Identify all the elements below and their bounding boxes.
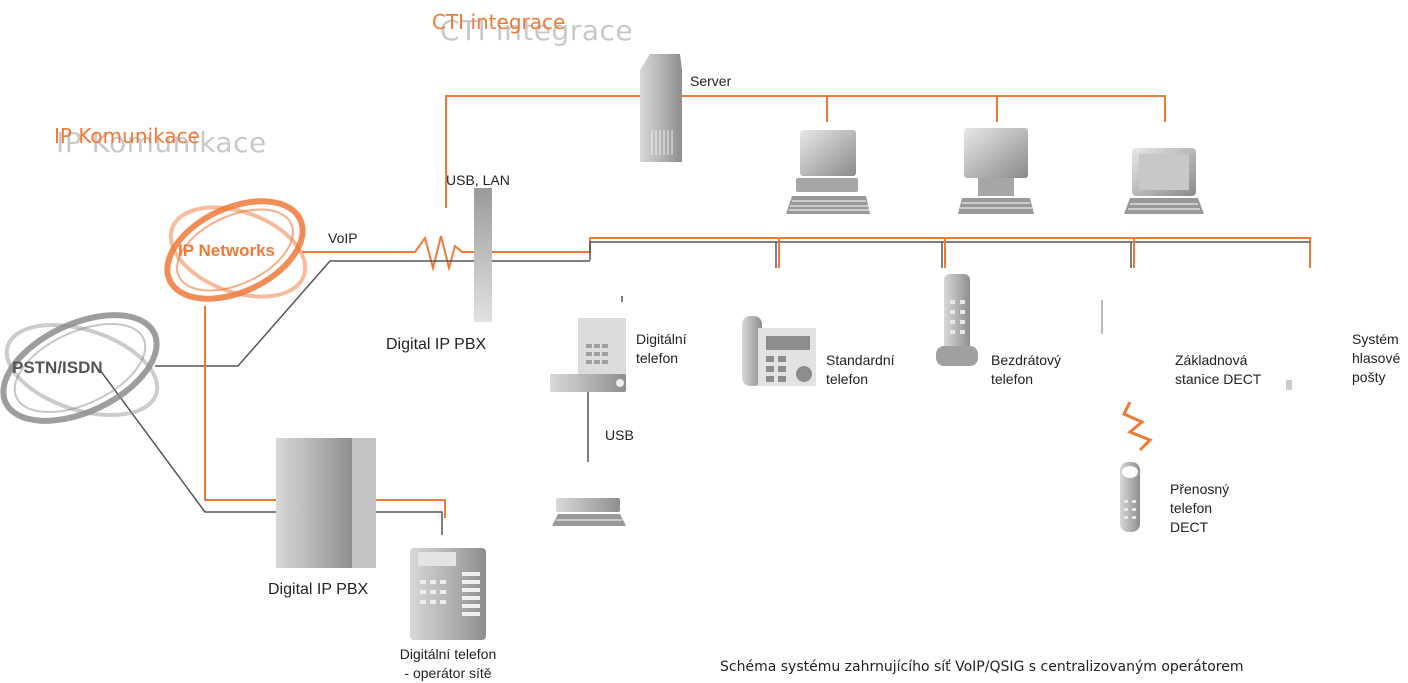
laptop-icon [1124, 148, 1204, 214]
ip-networks-cloud [164, 198, 308, 302]
digital-phone-icon [550, 318, 626, 392]
dect-base-icon [1101, 300, 1292, 390]
ip-title: IP Komunikace [54, 124, 200, 148]
phone-bus [155, 235, 1311, 367]
pbx-bottom-label: Digital IP PBX [268, 581, 369, 598]
usb-lan-label: USB, LAN [446, 172, 510, 188]
voicemail-icon [1300, 340, 1302, 342]
cti-title: CTI integrace [432, 10, 566, 34]
diagram-caption: Schéma systému zahrnujícího síť VoIP/QSI… [720, 659, 1244, 675]
server-icon [640, 54, 682, 162]
wireless-link-icon [1121, 401, 1153, 452]
pc-icon-2 [958, 128, 1034, 214]
ip-networks-label: IP Networks [178, 241, 276, 260]
pbx-bottom-unit [276, 438, 376, 568]
usb-label: USB [605, 427, 634, 443]
server-label: Server [690, 73, 732, 89]
cordless-phone-icon [936, 274, 978, 366]
operator-phone-label: Digitální telefon- operátor sítě [399, 646, 497, 681]
ip-title-ghost: IP Komunikace [56, 126, 267, 159]
pstn-label: PSTN/ISDN [12, 358, 103, 377]
pbx-top-unit [474, 188, 492, 322]
pc-icon-1 [786, 130, 870, 214]
operator-phone-icon [410, 548, 486, 640]
dect-handset-icon [1120, 462, 1140, 532]
standard-phone-icon [742, 316, 816, 386]
usb-keyboard-icon [552, 498, 626, 526]
cti-title-ghost: CTI integrace [440, 14, 634, 47]
pstn-cloud [0, 312, 160, 424]
voip-label: VoIP [328, 230, 358, 246]
pbx-top-label: Digital IP PBX [386, 336, 487, 353]
cti-bus [445, 95, 1166, 208]
